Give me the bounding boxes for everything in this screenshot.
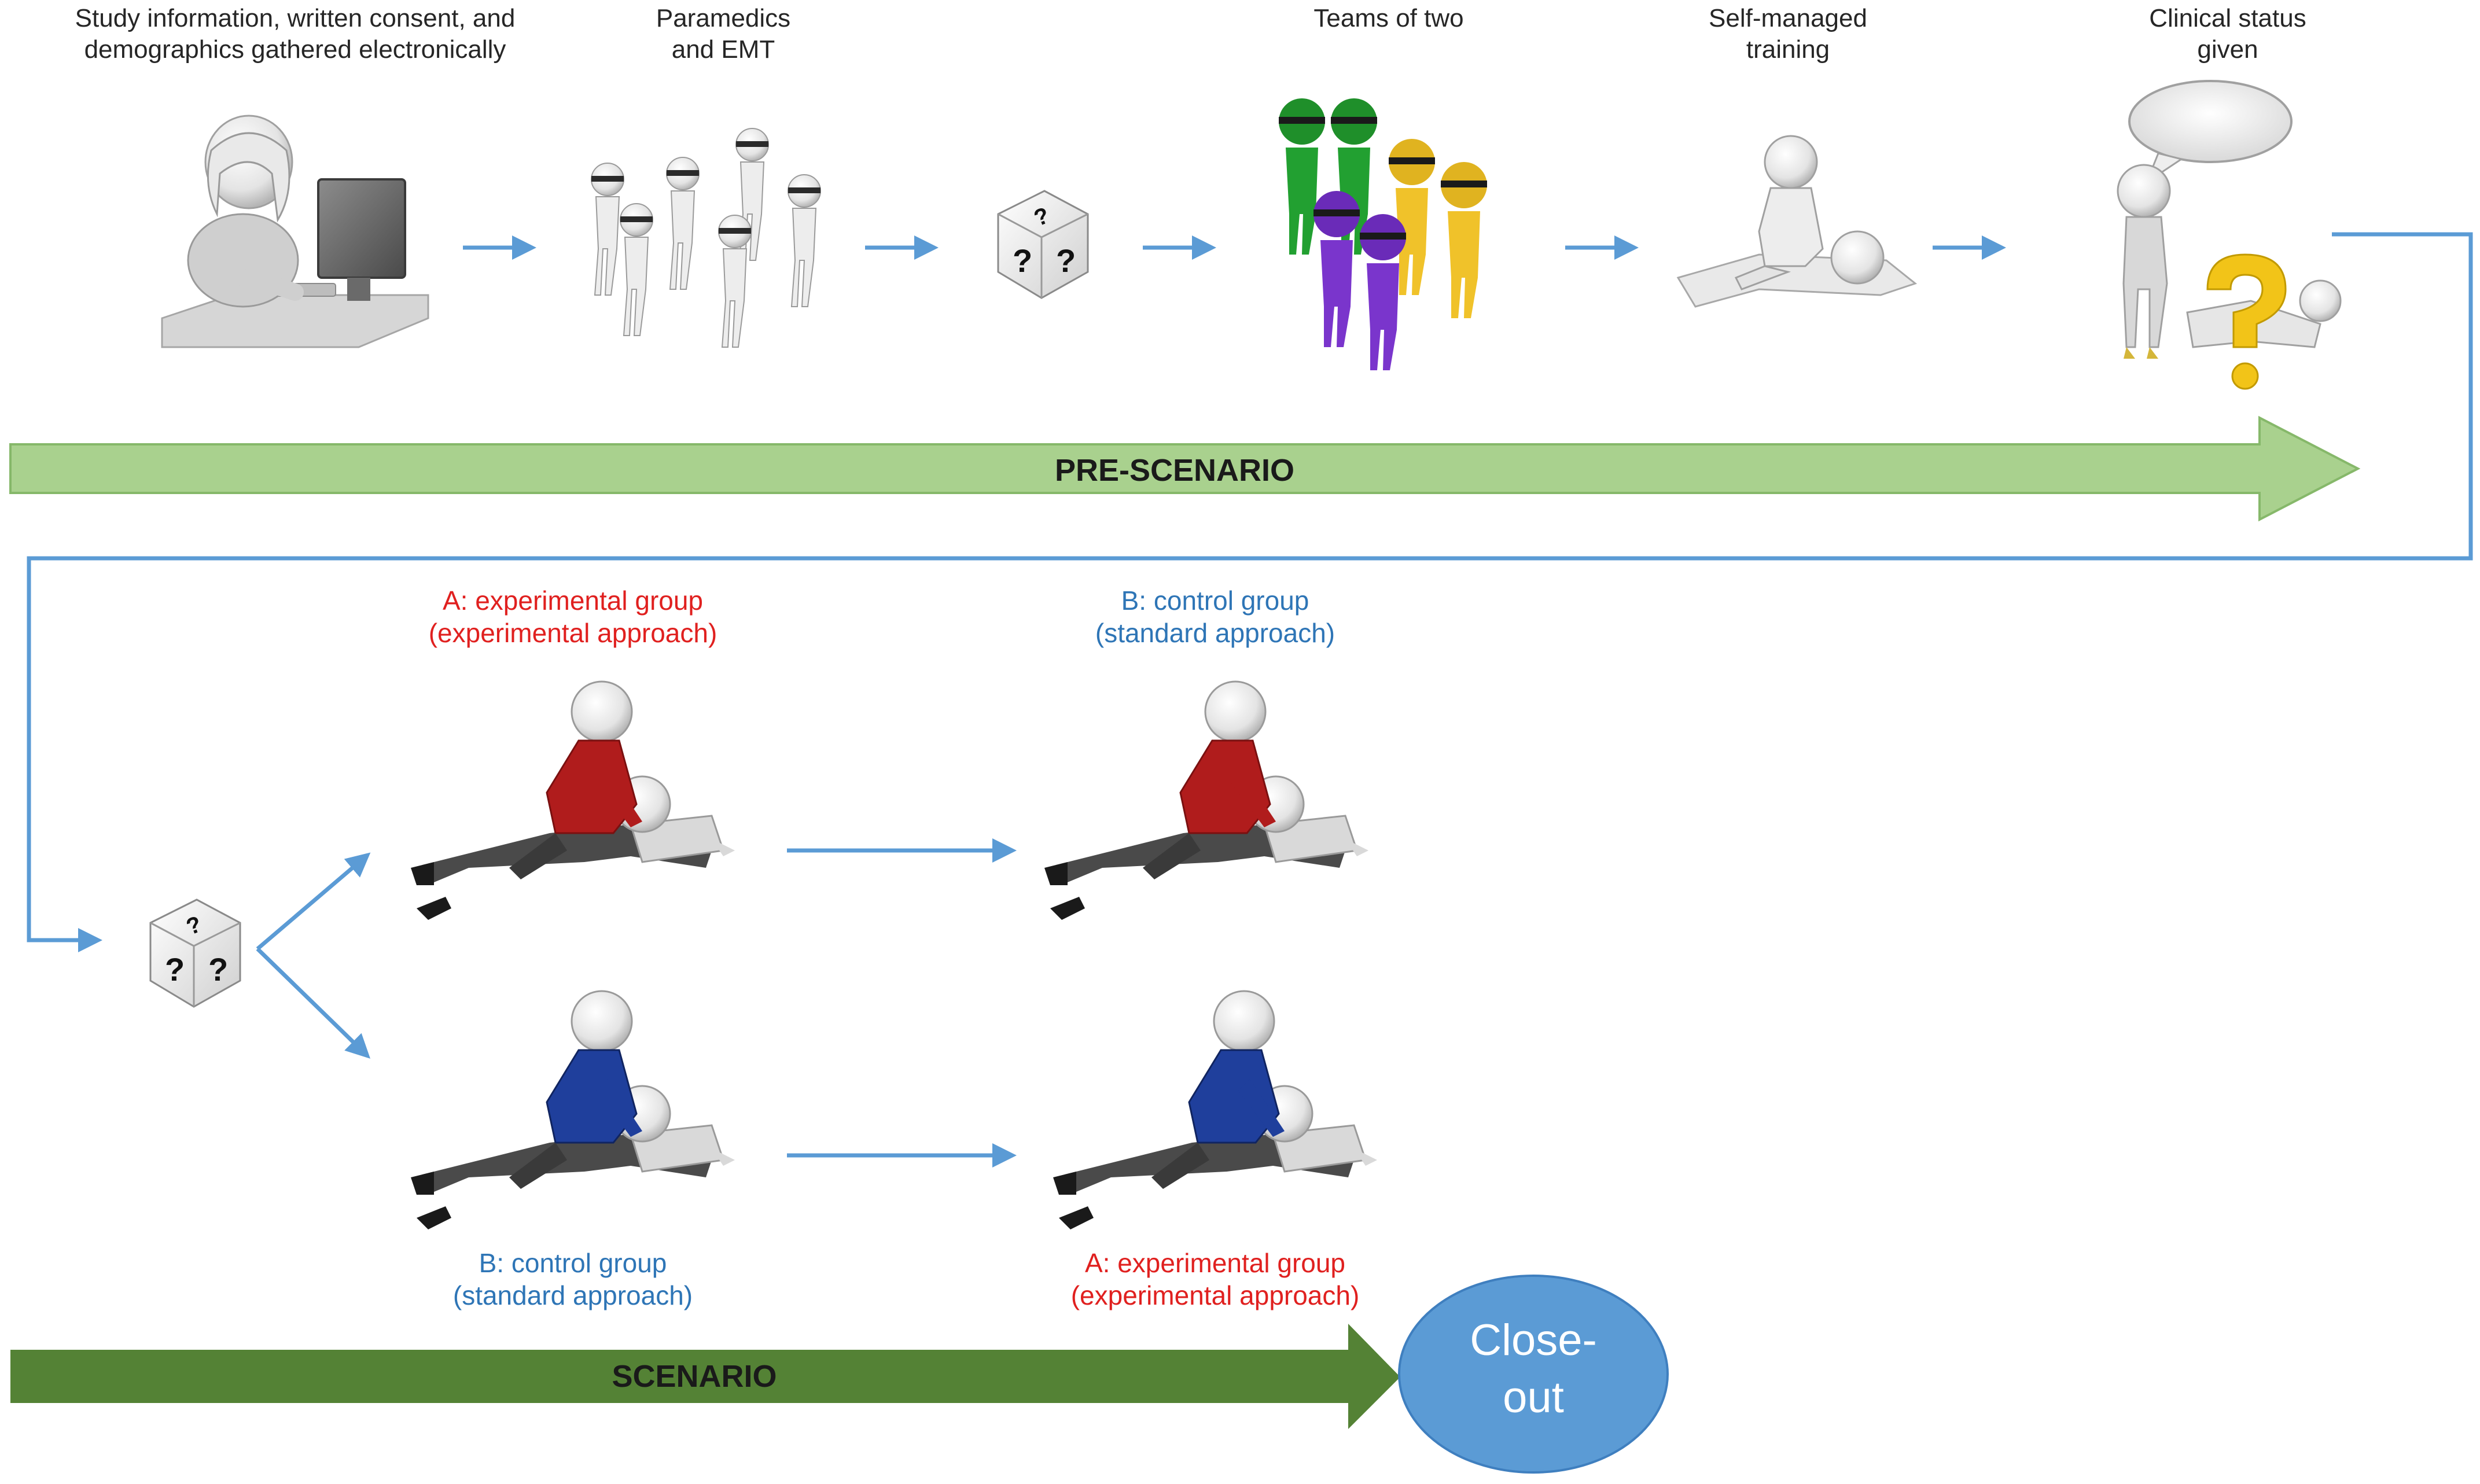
group-label-line: B: control group [479,1248,667,1278]
person-at-computer-icon [161,115,429,348]
scenario-banner [10,1324,1400,1429]
closeout-label-line: Close- [1470,1316,1597,1365]
team-figure-yellow [1389,139,1435,295]
color-teams-icon [1279,98,1487,370]
split-arrows [256,838,1017,1168]
step-label-line: demographics gathered electronically [84,35,506,64]
cpr-training-icon [1676,135,1918,308]
step-label-line: Paramedics [656,4,791,32]
step-label-consent: Study information, written consent, and … [35,3,555,65]
doctor-speech-bubble-icon [2117,80,2342,390]
step-label-line: and EMT [671,35,775,64]
svg-text:?: ? [165,951,185,988]
step-label-line: Teams of two [1313,4,1464,32]
cpr-scenario-red-1 [411,680,735,920]
group-label-bottom-first: B: control group (standard approach) [341,1247,804,1312]
svg-text:?: ? [1013,242,1032,279]
split-arrow-up [256,852,371,951]
cpr-scenario-blue-2 [1053,990,1377,1229]
svg-text:?: ? [1056,242,1076,279]
group-label-line: B: control group [1121,586,1309,616]
team-figure-yellow [1441,162,1487,318]
crowd-figure [620,203,653,336]
crowd-figure [591,163,624,296]
crowd-figure [788,174,821,307]
closeout-label-line: out [1503,1372,1564,1422]
dice-icon: ? ? ? [149,898,241,1008]
group-label-line: (standard approach) [452,1280,693,1311]
pre-scenario-banner [9,415,2361,522]
crowd-icon [591,128,821,348]
dice-icon: ? ? ? [997,190,1089,299]
group-label-line: (experimental approach) [1070,1280,1360,1311]
team-figure-purple [1313,191,1360,347]
scenario-label: SCENARIO [612,1359,777,1394]
crowd-figure [666,157,700,290]
cpr-scenario-red-2 [1044,680,1368,920]
team-figure-purple [1360,214,1406,370]
cpr-scenario-blue-1 [411,990,735,1229]
group-label-bottom-second: A: experimental group (experimental appr… [984,1247,1447,1312]
step-label-line: Self-managed [1709,4,1867,32]
svg-text:?: ? [208,951,228,988]
step-label-line: given [2197,35,2258,64]
step-label-line: Clinical status [2149,4,2306,32]
closeout-label: Close- out [1399,1312,1668,1427]
step-label-training: Self-managed training [1672,3,1904,65]
step-label-line: Study information, written consent, and [75,4,516,32]
group-label-top-first: A: experimental group (experimental appr… [341,584,804,649]
step-label-clinical-status: Clinical status given [2112,3,2343,65]
split-arrow-down [256,947,371,1059]
pre-scenario-label: PRE-SCENARIO [1054,453,1295,488]
row-connector [27,232,2473,952]
group-label-line: A: experimental group [442,586,704,616]
step-label-paramedics: Paramedics and EMT [608,3,839,65]
step-label-line: training [1746,35,1830,64]
group-label-top-second: B: control group (standard approach) [984,584,1447,649]
step-label-teams: Teams of two [1273,3,1504,34]
team-figure-green [1279,98,1325,255]
closeout-node [1398,1275,1669,1474]
group-label-line: A: experimental group [1084,1248,1346,1278]
group-label-line: (standard approach) [1095,618,1335,649]
crowd-figure [718,215,752,348]
group-label-line: (experimental approach) [428,618,717,649]
